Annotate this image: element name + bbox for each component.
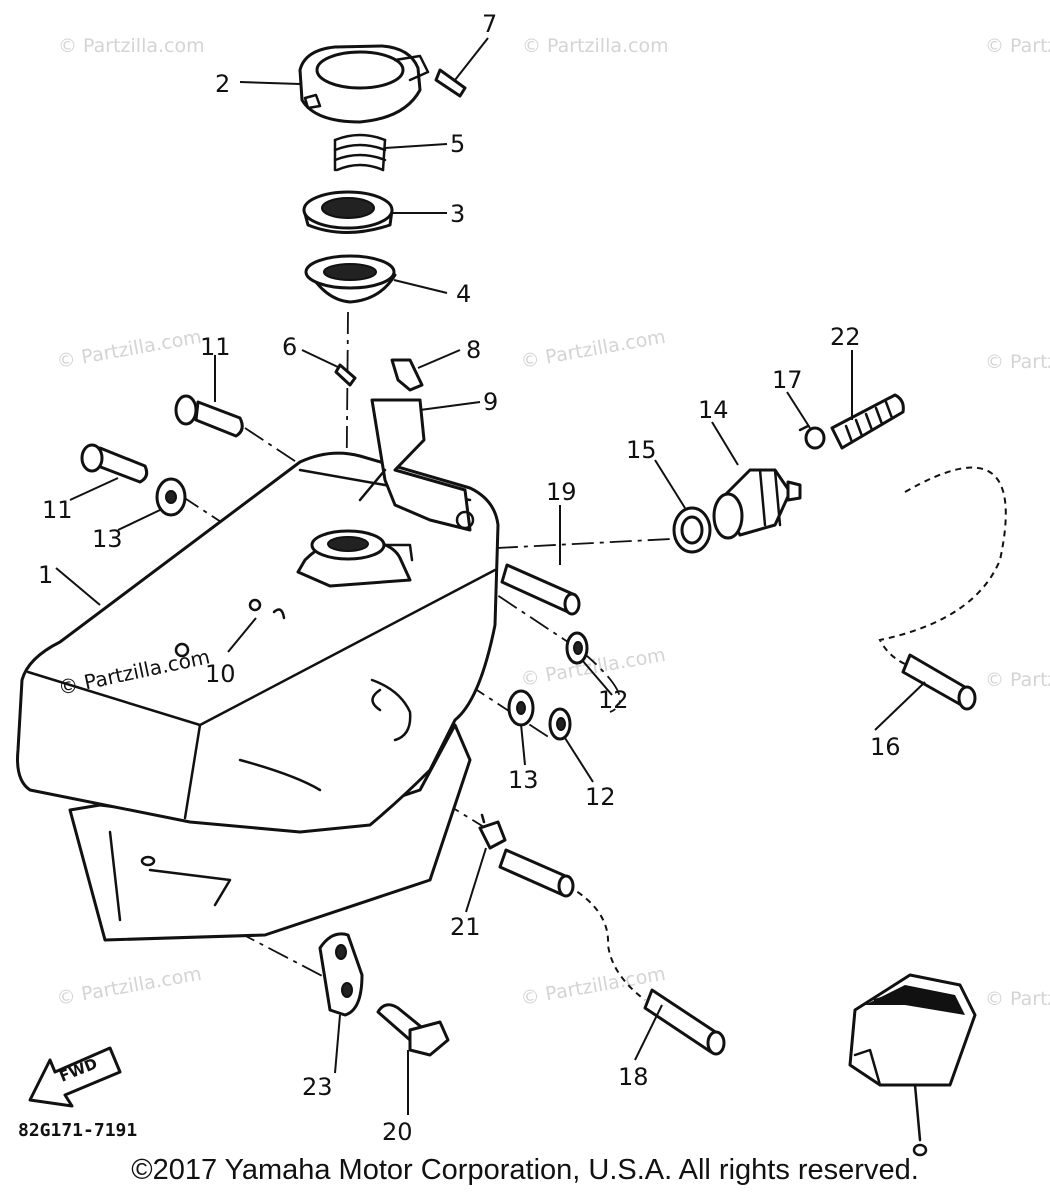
pin bbox=[434, 68, 467, 98]
hose bbox=[500, 563, 581, 616]
callout-16: 16 bbox=[870, 733, 901, 761]
watermark: © Partzilla.com bbox=[58, 35, 205, 57]
grommet bbox=[565, 631, 589, 665]
filler-neck bbox=[296, 529, 414, 588]
washer bbox=[155, 477, 187, 517]
hose-end bbox=[901, 653, 977, 711]
callout-12a: 12 bbox=[598, 686, 629, 714]
washer bbox=[507, 689, 535, 727]
drain-hose bbox=[643, 988, 726, 1056]
callout-21: 21 bbox=[450, 913, 481, 941]
lower-clamp bbox=[478, 813, 507, 850]
flange-bolt bbox=[376, 1003, 450, 1057]
callout-20: 20 bbox=[382, 1118, 413, 1146]
callout-7: 7 bbox=[482, 10, 497, 38]
callout-15: 15 bbox=[626, 436, 657, 464]
callout-13a: 13 bbox=[92, 525, 123, 553]
small-clip bbox=[248, 598, 286, 620]
clip bbox=[390, 358, 424, 392]
callout-10: 10 bbox=[205, 660, 236, 688]
bolt bbox=[80, 443, 149, 484]
callout-14: 14 bbox=[698, 396, 729, 424]
callout-4: 4 bbox=[456, 280, 471, 308]
vent-bracket bbox=[358, 398, 475, 532]
callout-11a: 11 bbox=[200, 333, 231, 361]
location-inset bbox=[848, 973, 977, 1157]
callout-8: 8 bbox=[466, 336, 481, 364]
spring-guard bbox=[830, 393, 905, 450]
callout-9: 9 bbox=[483, 388, 498, 416]
watermark: © Partzilla.com bbox=[55, 963, 203, 1010]
watermark: © Partzilla.com bbox=[522, 35, 669, 57]
watermark: © Partzilla.com bbox=[985, 669, 1050, 691]
watermark: © Partzilla.com bbox=[519, 963, 667, 1010]
cap-cover bbox=[298, 44, 430, 124]
callouts: 1 2 3 4 5 6 7 8 9 10 11 11 12 12 13 13 1… bbox=[38, 10, 901, 1146]
leader-lines bbox=[55, 37, 926, 1115]
watermark: © Partzilla.com bbox=[985, 35, 1050, 57]
callout-11b: 11 bbox=[42, 496, 73, 524]
callout-23: 23 bbox=[302, 1073, 333, 1101]
watermark: © Partzilla.com bbox=[985, 988, 1050, 1010]
forward-arrow: FWD bbox=[28, 1046, 122, 1108]
watermark: © Partzilla.com bbox=[519, 644, 667, 691]
callout-17: 17 bbox=[772, 366, 803, 394]
lower-hose bbox=[498, 848, 575, 898]
seal-ring bbox=[672, 506, 712, 554]
drawing-code: 82G171-7191 bbox=[18, 1120, 137, 1141]
callout-2: 2 bbox=[215, 70, 230, 98]
grommet bbox=[548, 707, 572, 741]
callout-3: 3 bbox=[450, 200, 465, 228]
watermark: © Partzilla.com bbox=[519, 326, 667, 373]
bolt bbox=[174, 394, 244, 438]
gasket bbox=[304, 254, 397, 304]
spring bbox=[333, 133, 387, 172]
callout-13b: 13 bbox=[508, 766, 539, 794]
watermark: © Partzilla.com bbox=[55, 326, 203, 373]
callout-6: 6 bbox=[282, 333, 297, 361]
callout-5: 5 bbox=[450, 130, 465, 158]
watermark: © Partzilla.com bbox=[985, 351, 1050, 373]
callout-22: 22 bbox=[830, 323, 861, 351]
mounting-plate bbox=[318, 932, 364, 1017]
hose-clamp bbox=[798, 424, 826, 450]
callout-19: 19 bbox=[546, 478, 577, 506]
callout-12b: 12 bbox=[585, 783, 616, 811]
callout-18: 18 bbox=[618, 1063, 649, 1091]
cap bbox=[302, 190, 394, 234]
copyright-footer: ©2017 Yamaha Motor Corporation, U.S.A. A… bbox=[131, 1154, 919, 1186]
fuel-tank bbox=[16, 451, 500, 942]
small-pin bbox=[334, 363, 357, 387]
callout-1: 1 bbox=[38, 561, 53, 589]
fuel-joint bbox=[712, 468, 802, 540]
